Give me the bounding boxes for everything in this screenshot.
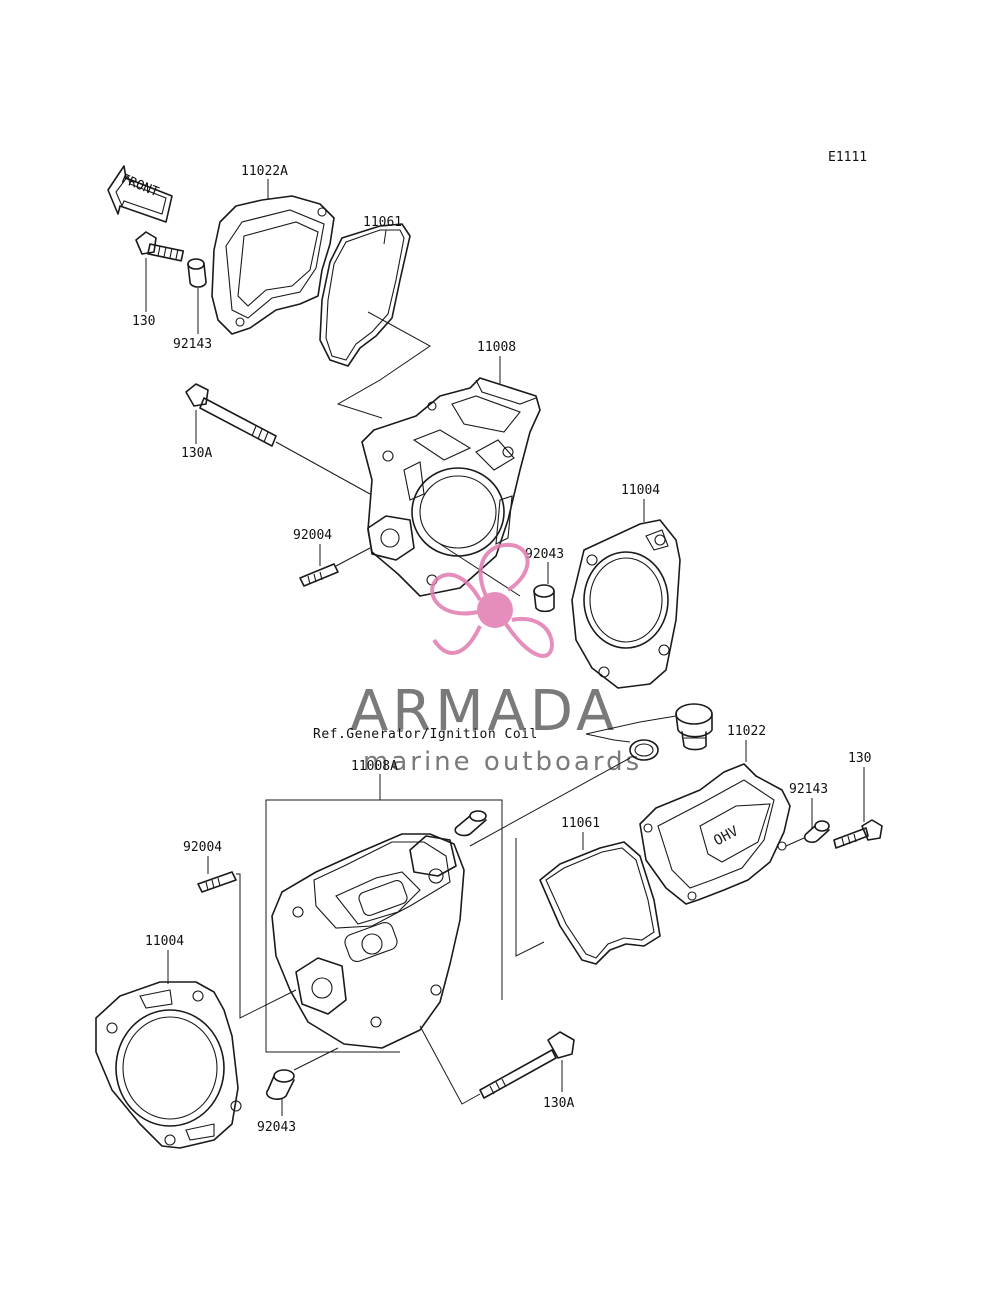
bolt-130a-front: [479, 1031, 575, 1099]
callout-92004-upper: 92004: [293, 528, 332, 543]
callout-92143-lower: 92143: [789, 782, 828, 797]
callout-11008a: 11008A: [351, 759, 398, 774]
callout-11061-lower: 11061: [561, 816, 600, 831]
cylinder-head-cover-rear: [211, 195, 335, 335]
callout-11008: 11008: [477, 340, 516, 355]
front-direction-arrow: FRONT: [107, 165, 173, 223]
callout-11022: 11022: [727, 724, 766, 739]
collar-92143-rear: [187, 258, 207, 288]
collar-92143-front: [803, 820, 830, 844]
diagram-code: E1111: [828, 150, 867, 165]
callout-92004-lower: 92004: [183, 840, 222, 855]
callout-92043-upper: 92043: [525, 547, 564, 562]
head-fitting: [454, 810, 487, 837]
o-ring: [629, 739, 659, 761]
callout-92143-upper: 92143: [173, 337, 212, 352]
callout-130-lower: 130: [848, 751, 871, 766]
stud-92004-rear: [299, 563, 339, 587]
filler-plug: [675, 703, 713, 751]
stud-92004-front: [197, 871, 237, 893]
bolt-130-front: [833, 819, 883, 849]
svg-text:OHV: OHV: [711, 823, 741, 849]
armada-logo-icon: [430, 542, 555, 658]
callout-92043-lower: 92043: [257, 1120, 296, 1135]
cylinder-head-front: [271, 833, 465, 1049]
watermark-tagline: marine outboards: [363, 747, 642, 777]
callout-130a-upper: 130A: [181, 446, 212, 461]
cover-gasket-front: [539, 841, 661, 965]
dowel-92043-rear: [533, 584, 555, 613]
cover-gasket-rear: [319, 223, 411, 367]
callout-11004-upper: 11004: [621, 483, 660, 498]
callout-11004-lower: 11004: [145, 934, 184, 949]
callout-11022a: 11022A: [241, 164, 288, 179]
bolt-130-rear: [135, 231, 185, 262]
head-gasket-rear: [571, 519, 681, 689]
reference-note: Ref.Generator/Ignition Coil: [313, 727, 538, 742]
callout-11061-upper: 11061: [363, 215, 402, 230]
front-arrow-label: FRONT: [119, 172, 161, 201]
watermark-brand: ARMADA: [350, 679, 618, 744]
cylinder-head-rear: [361, 377, 541, 597]
head-gasket-front: [95, 981, 242, 1149]
callout-130-upper: 130: [132, 314, 155, 329]
cylinder-head-cover-front: OHV: [639, 763, 791, 905]
bolt-130a-rear: [185, 383, 277, 447]
dowel-92043-front: [265, 1069, 295, 1100]
callout-130a-lower: 130A: [543, 1096, 574, 1111]
